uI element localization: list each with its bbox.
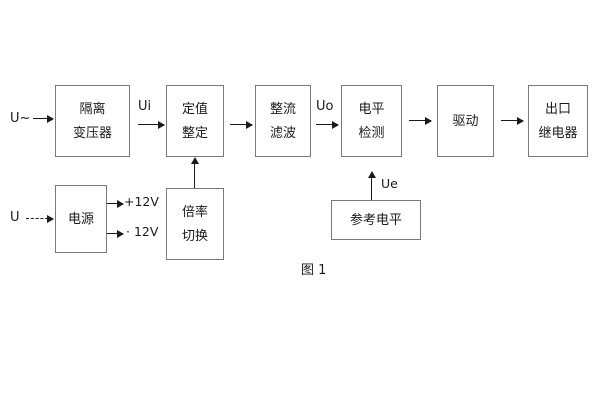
block-setting-value-line-1: 定值 <box>181 101 208 117</box>
block-power-supply: 电源 <box>55 185 107 253</box>
input-ac-label: U~ <box>10 111 31 126</box>
block-output-relay: 出口 继电器 <box>528 85 588 157</box>
block-reference-level-line-1: 参考电平 <box>349 212 402 228</box>
signal-ui-label: Ui <box>138 99 152 114</box>
block-output-relay-line-1: 出口 <box>544 101 571 117</box>
arrow-level-detection-to-drive <box>409 116 432 125</box>
arrow-drive-to-output-relay <box>501 116 524 125</box>
block-isolation-transformer-line-2: 变压器 <box>72 125 112 141</box>
block-drive: 驱动 <box>437 85 494 157</box>
block-reference-level: 参考电平 <box>331 200 421 240</box>
block-level-detection: 电平 检测 <box>341 85 402 157</box>
arrow-multiplier-switch-to-setting-value <box>190 157 199 188</box>
block-level-detection-line-2: 检测 <box>358 125 385 141</box>
block-isolation-transformer-line-1: 隔离 <box>79 101 106 117</box>
arrow-rectify-filter-to-level-detection <box>316 120 339 129</box>
figure-caption: 图 1 <box>301 263 327 278</box>
block-setting-value-line-2: 整定 <box>181 125 208 141</box>
arrow-input-dc-to-power-supply <box>26 214 54 223</box>
block-level-detection-line-1: 电平 <box>358 101 385 117</box>
block-rectify-filter-line-2: 滤波 <box>269 125 296 141</box>
block-multiplier-switch-line-1: 倍率 <box>181 204 208 220</box>
block-power-supply-line-1: 电源 <box>67 211 94 227</box>
arrow-reference-level-to-level-detection <box>367 171 376 200</box>
block-multiplier-switch-line-2: 切换 <box>181 228 208 244</box>
arrow-input-ac-to-isolation-transformer <box>33 114 54 123</box>
block-drive-line-1: 驱动 <box>452 113 479 129</box>
input-dc-label: U <box>10 210 20 225</box>
supply-positive-label: +12V <box>124 194 159 209</box>
arrow-setting-value-to-rectify-filter <box>230 120 253 129</box>
signal-ue-label: Ue <box>381 176 398 191</box>
block-output-relay-line-2: 继电器 <box>538 125 578 141</box>
arrow-power-supply-negative <box>107 229 124 238</box>
block-setting-value: 定值 整定 <box>166 85 224 157</box>
block-multiplier-switch: 倍率 切换 <box>166 188 224 260</box>
block-rectify-filter-line-1: 整流 <box>269 101 296 117</box>
signal-uo-label: Uo <box>316 99 334 114</box>
supply-negative-label: · 12V <box>126 224 159 239</box>
arrow-isolation-transformer-to-setting-value <box>138 120 165 129</box>
block-isolation-transformer: 隔离 变压器 <box>55 85 130 157</box>
block-rectify-filter: 整流 滤波 <box>255 85 311 157</box>
arrow-power-supply-positive <box>107 199 124 208</box>
